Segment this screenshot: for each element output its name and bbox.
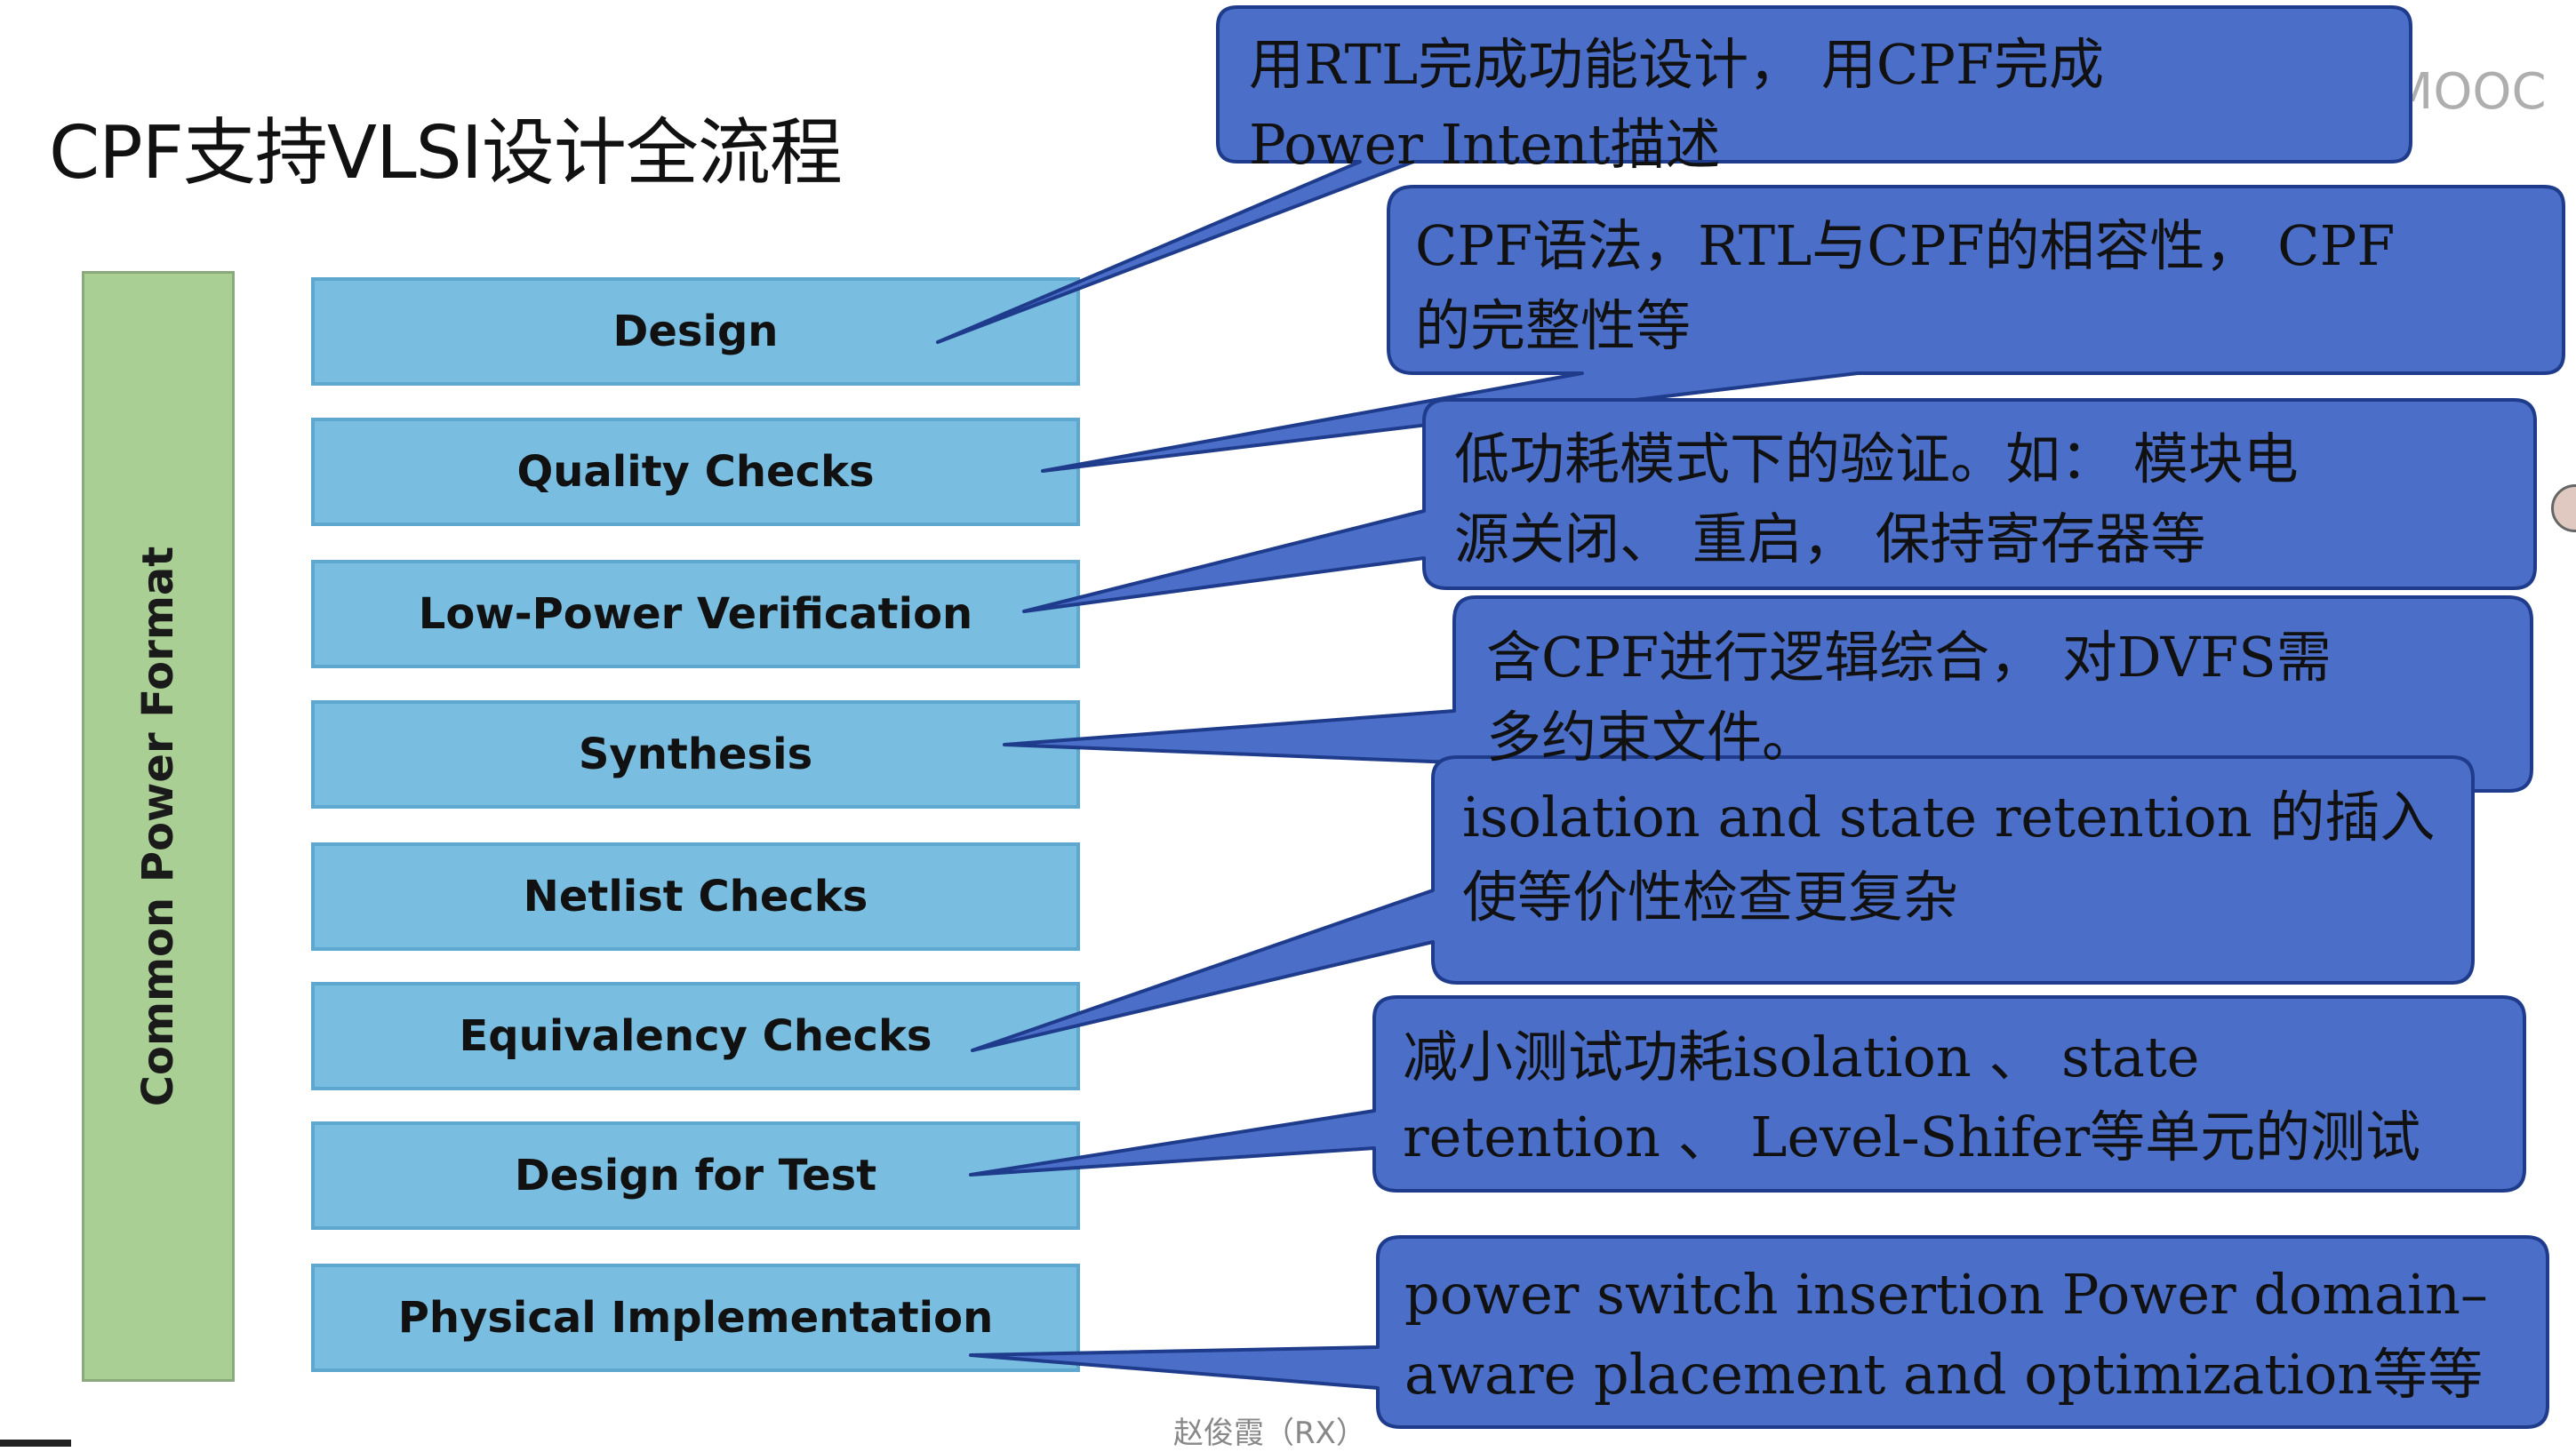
- step-design-for-test: Design for Test: [311, 1121, 1080, 1230]
- step-quality-checks: Quality Checks: [311, 418, 1080, 526]
- page-title: CPF支持VLSI设计全流程: [49, 111, 843, 195]
- callout-equivalency-text: isolation and state retention 的插入使等价性检查更…: [1462, 785, 2436, 929]
- corner-bar: [0, 1440, 71, 1447]
- step-design: Design: [311, 277, 1080, 386]
- callout-design: [936, 5, 2412, 344]
- step-netlist-checks: Netlist Checks: [311, 842, 1080, 951]
- step-low-power-verification: Low-Power Verification: [311, 560, 1080, 668]
- callout-synthesis-text: 含CPF进行逻辑综合， 对DVFS需多约束文件。: [1486, 625, 2332, 770]
- callout-physical-text: power switch insertion Power domain–awar…: [1404, 1262, 2488, 1407]
- step-equivalency-checks: Equivalency Checks: [311, 982, 1080, 1090]
- callout-dft: [969, 995, 2526, 1193]
- callout-lowpower: [1022, 398, 2537, 613]
- callout-equivalency: [971, 755, 2475, 1052]
- author-footer: 赵俊霞（RX）: [1173, 1416, 1366, 1451]
- callout-lowpower-text: 低功耗模式下的验证。如： 模块电源关闭、 重启， 保持寄存器等: [1454, 427, 2299, 571]
- step-synthesis: Synthesis: [311, 700, 1080, 809]
- common-power-format-bar: Common Power Format: [82, 271, 235, 1382]
- step-physical-implementation: Physical Implementation: [311, 1264, 1080, 1372]
- callout-physical: [969, 1235, 2549, 1429]
